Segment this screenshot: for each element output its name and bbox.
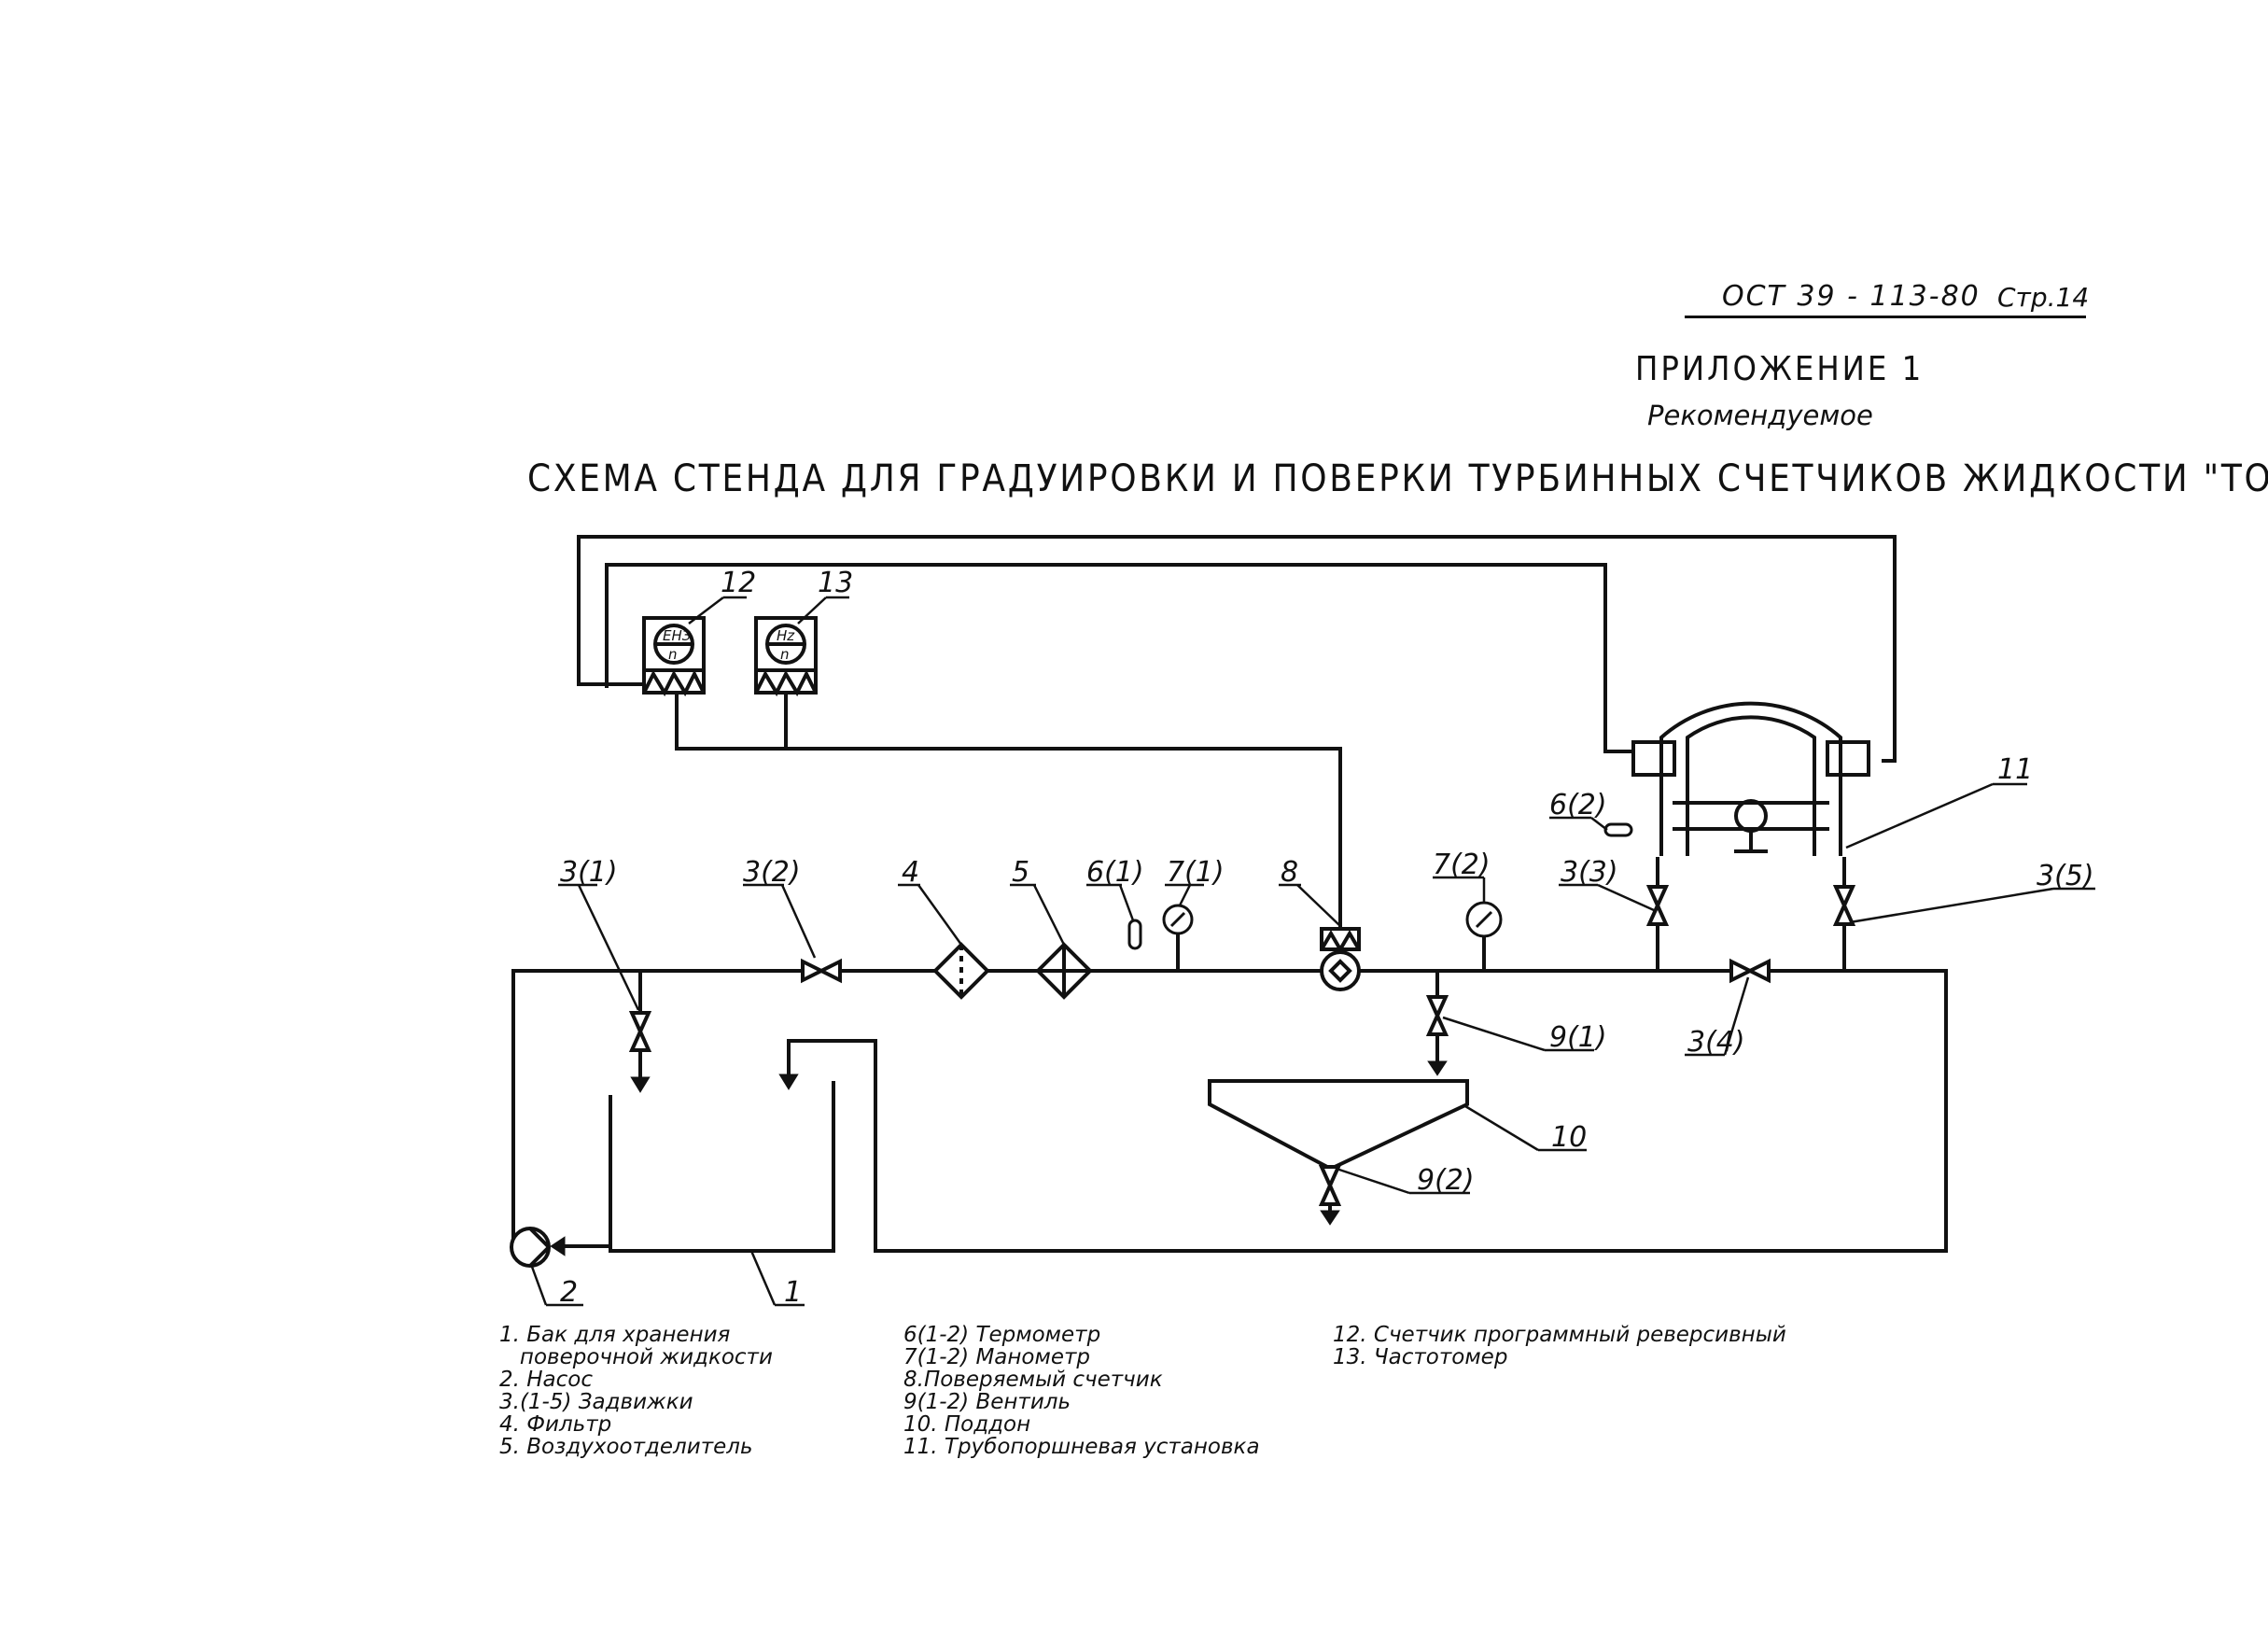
leader-3-3 — [1597, 883, 1655, 912]
meter-8 — [1320, 927, 1361, 991]
leader-3-4 — [1723, 976, 1750, 1056]
prover-flange-right — [1826, 740, 1870, 777]
prover-sphere-detector — [1734, 799, 1768, 833]
callout-3-2: 3(2) — [743, 856, 801, 889]
leader-5 — [1032, 884, 1066, 946]
prover-u-tube-outer — [1659, 701, 1842, 856]
callout-13: 13 — [818, 567, 853, 599]
legend-column-3: 12. Счетчик программный реверсивный 13. … — [1333, 1323, 1786, 1369]
leader-3-1 — [577, 884, 640, 1011]
valve-3-3 — [1645, 885, 1670, 926]
counter-face-bottom: n — [668, 646, 678, 663]
valve-3-5 — [1832, 885, 1856, 926]
drain-arrow-9-2 — [1320, 1210, 1340, 1226]
pan — [1208, 1079, 1469, 1169]
callout-7-2: 7(2) — [1433, 849, 1491, 881]
pump-inlet-arrow — [550, 1236, 566, 1256]
prover-u-tube-inner — [1686, 715, 1816, 856]
leader-1 — [749, 1250, 777, 1306]
gauge-7-1 — [1162, 904, 1194, 935]
legend-column-2: 6(1-2) Термометр 7(1-2) Манометр 8.Повер… — [903, 1323, 1260, 1459]
leader-13 — [797, 596, 827, 625]
drain-arrow-return — [778, 1074, 799, 1090]
air-separator-5 — [1035, 942, 1093, 1000]
callout-9-1: 9(1) — [1549, 1021, 1607, 1054]
leader-2 — [530, 1266, 548, 1306]
callout-12: 12 — [721, 567, 756, 599]
document-code: ОСТ 39 - 113-80 — [1722, 280, 1981, 313]
signal-line-outer — [577, 535, 1897, 763]
callout-6-2: 6(2) — [1549, 789, 1607, 821]
callout-3-5: 3(5) — [2037, 860, 2094, 892]
valve-9-2 — [1318, 1165, 1342, 1206]
page-number: Стр.14 — [1997, 282, 2090, 313]
filter-4 — [932, 942, 990, 1000]
leader-3-2 — [780, 884, 817, 959]
counter-12 — [642, 616, 706, 697]
leader-7-1 — [1178, 884, 1192, 906]
diagram-title: СХЕМА СТЕНДА ДЛЯ ГРАДУИРОВКИ И ПОВЕРКИ Т… — [527, 457, 2268, 500]
callout-8: 8 — [1281, 856, 1298, 889]
callout-2: 2 — [560, 1276, 578, 1309]
callout-3-3: 3(3) — [1561, 856, 1618, 889]
signal-line-meter — [675, 691, 1342, 931]
leader-8 — [1296, 884, 1341, 927]
signal-line-inner — [605, 563, 1635, 753]
pump-2 — [510, 1227, 551, 1268]
callout-11: 11 — [1997, 753, 2033, 786]
leader-6-2 — [1590, 817, 1608, 831]
callout-7-1: 7(1) — [1167, 856, 1225, 889]
callout-5: 5 — [1012, 856, 1029, 889]
leader-9-1 — [1442, 1016, 1546, 1052]
valve-9-1 — [1425, 995, 1449, 1036]
valve-3-4 — [1729, 958, 1771, 984]
leader-4 — [917, 884, 963, 946]
frequency-meter-13 — [754, 616, 818, 697]
main-pipeline — [511, 969, 1948, 1253]
drain-arrow-9-1 — [1427, 1060, 1448, 1076]
freq-face-top: Hz — [777, 627, 795, 644]
callout-3-1: 3(1) — [560, 856, 618, 889]
legend-column-1: 1. Бак для хранения поверочной жидкости … — [499, 1323, 773, 1459]
counter-face-top: ЕНЗ — [663, 627, 692, 644]
leader-3-5 — [1849, 887, 2054, 924]
valve-3-1 — [628, 1011, 652, 1052]
header-rule — [1685, 316, 2086, 318]
leader-12 — [688, 596, 724, 625]
freq-face-bottom: n — [780, 646, 790, 663]
thermometer-6-2 — [1603, 822, 1633, 837]
leader-10 — [1464, 1104, 1539, 1152]
valve-3-2 — [801, 958, 842, 984]
appendix-status: Рекомендуемое — [1647, 400, 1873, 431]
appendix-heading: ПРИЛОЖЕНИЕ 1 — [1635, 350, 1925, 388]
leader-6-1 — [1118, 884, 1135, 921]
callout-1: 1 — [784, 1276, 802, 1309]
thermometer-6-1 — [1127, 919, 1142, 950]
drain-arrow-3-1 — [630, 1076, 651, 1093]
gauge-7-2 — [1465, 901, 1503, 938]
callout-10: 10 — [1551, 1121, 1587, 1154]
leader-11 — [1845, 782, 1994, 849]
callout-6-1: 6(1) — [1086, 856, 1144, 889]
callout-3-4: 3(4) — [1687, 1026, 1745, 1059]
callout-9-2: 9(2) — [1417, 1164, 1475, 1197]
leader-9-2 — [1336, 1167, 1410, 1195]
prover-flange-left — [1631, 740, 1676, 777]
callout-4: 4 — [902, 856, 919, 889]
